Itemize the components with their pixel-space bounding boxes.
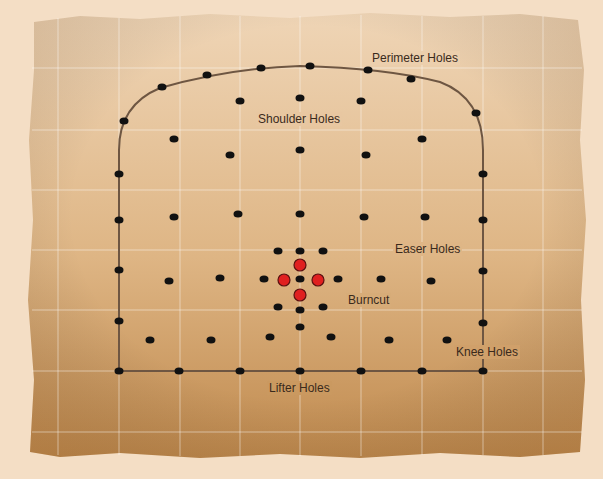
blast-hole [385,337,394,344]
blast-holes [115,63,488,375]
blast-hole [115,368,124,375]
blast-hole [479,268,488,275]
blast-hole [407,76,416,83]
blast-hole [360,214,369,221]
blast-hole [158,84,167,91]
blast-hole [296,95,305,102]
rock-face [28,13,586,458]
grid [32,15,582,456]
blast-hole [170,136,179,143]
blast-hole [274,248,283,255]
tunnel-outline [119,66,483,371]
blast-hole [234,211,243,218]
hole-group-label: Knee Holes [454,345,520,359]
blast-hole [120,118,129,125]
blast-hole [146,337,155,344]
blast-hole [207,337,216,344]
blast-hole [170,214,179,221]
blast-hole [364,67,373,74]
hole-group-label: Burncut [346,293,391,307]
rock-shading [28,13,586,458]
blast-hole [362,152,371,159]
blast-hole [115,171,124,178]
blast-hole [260,276,269,283]
blast-hole [319,304,328,311]
blast-hole [334,276,343,283]
blast-hole [266,334,275,341]
hole-group-label: Perimeter Holes [370,51,460,65]
blast-hole [479,217,488,224]
blast-hole [479,171,488,178]
blast-hole [357,98,366,105]
blast-hole [226,152,235,159]
blast-hole [296,276,305,283]
blast-hole [421,214,430,221]
blast-hole [327,334,336,341]
blast-hole [479,368,488,375]
blast-hole [296,211,305,218]
blast-hole [472,110,481,117]
blast-hole [377,276,386,283]
blast-hole [319,248,328,255]
blast-hole [236,98,245,105]
blast-hole [296,147,305,154]
blast-hole [418,136,427,143]
blast-hole [236,368,245,375]
blast-hole [203,72,212,79]
blast-hole [296,248,305,255]
blast-hole [296,324,305,331]
blast-hole [427,278,436,285]
blast-hole [418,368,427,375]
blast-hole [115,318,124,325]
blast-hole [216,275,225,282]
blast-hole [115,217,124,224]
blast-hole [443,337,452,344]
burncut-holes [278,259,324,301]
hole-group-label: Easer Holes [393,242,462,256]
hole-group-label: Lifter Holes [267,381,332,395]
blast-hole [296,307,305,314]
blast-hole [175,368,184,375]
hole-group-label: Shoulder Holes [256,112,342,126]
blast-hole [357,368,366,375]
blast-hole [115,267,124,274]
blast-hole [306,63,315,70]
blast-hole [296,368,305,375]
blast-hole [257,65,266,72]
blast-hole [274,304,283,311]
blast-hole [165,278,174,285]
blast-hole [479,320,488,327]
